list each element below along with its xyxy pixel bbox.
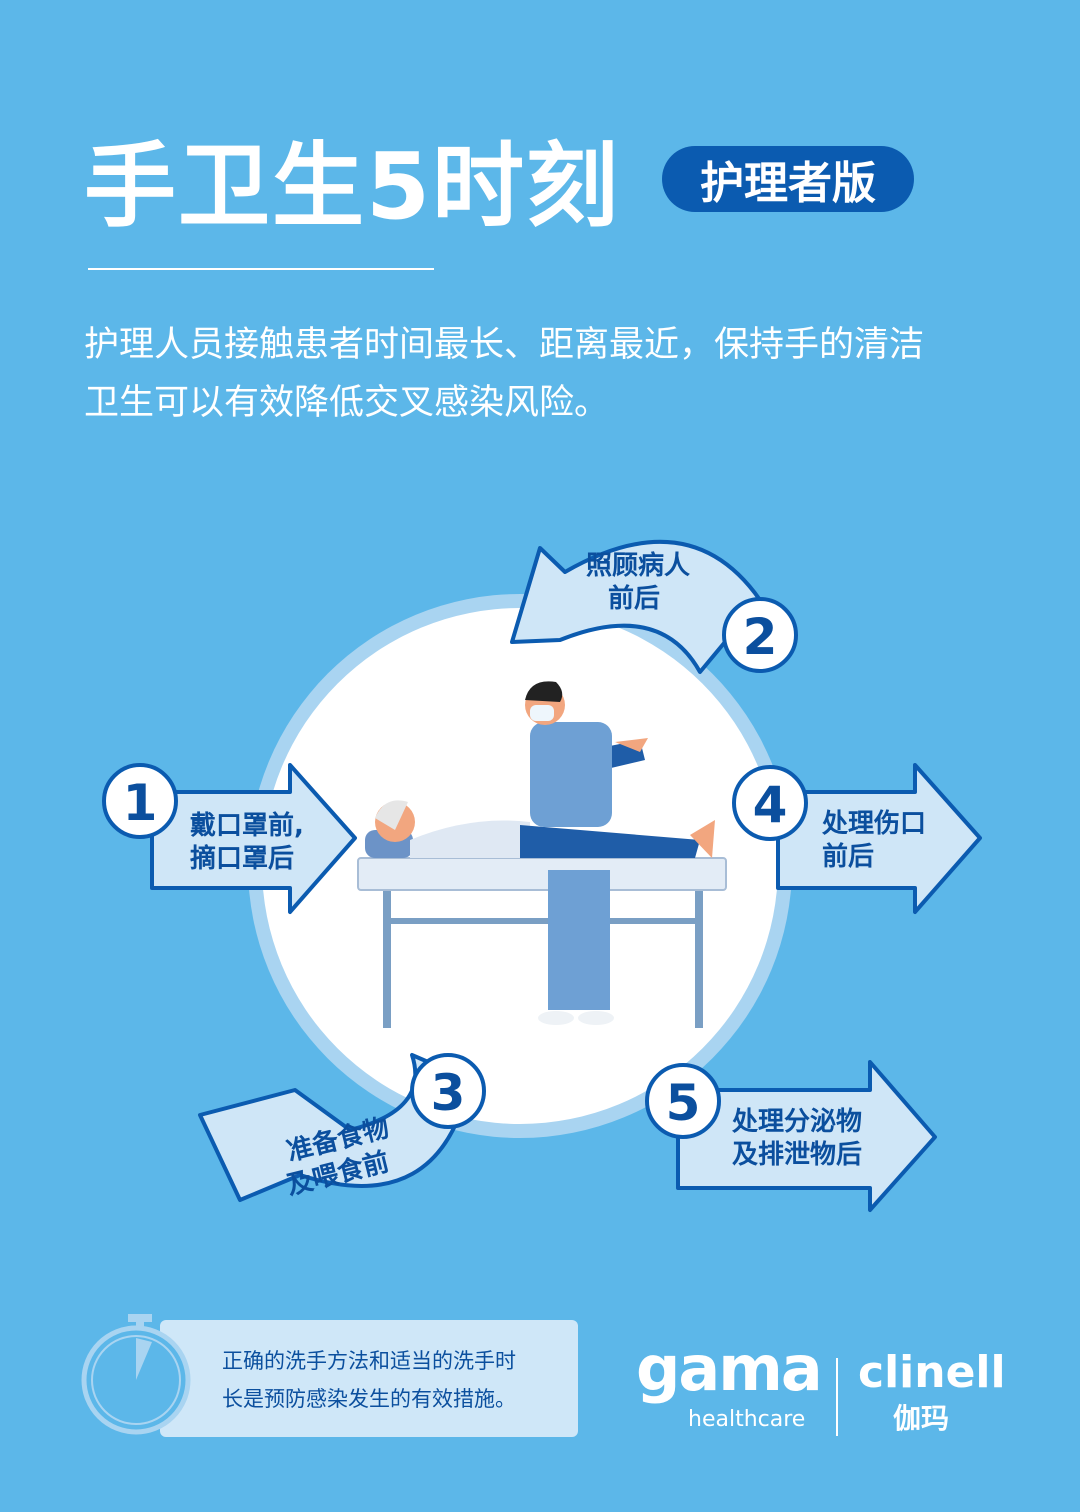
gama-logo: gama bbox=[636, 1332, 823, 1405]
moment-number: 4 bbox=[753, 776, 788, 834]
stopwatch-icon bbox=[81, 1314, 191, 1435]
tip-line: 正确的洗手方法和适当的洗手时 bbox=[222, 1349, 516, 1373]
moment-3-arrow: 3 准备食物 及喂食前 bbox=[198, 1053, 486, 1202]
moment-label: 摘口罩后 bbox=[190, 843, 294, 874]
tip-line: 长是预防感染发生的有效措施。 bbox=[222, 1387, 516, 1411]
moment-label: 前后 bbox=[822, 841, 874, 872]
moment-number: 1 bbox=[123, 774, 158, 832]
moment-1-arrow: 1 戴口罩前, 摘口罩后 bbox=[102, 763, 357, 914]
moment-4-arrow: 4 处理伤口 前后 bbox=[732, 763, 982, 914]
intro-text: 护理人员接触患者时间最长、距离最近，保持手的清洁 卫生可以有效降低交叉感染风险。 bbox=[84, 316, 1014, 432]
moment-2-arrow: 2 照顾病人 前后 bbox=[510, 539, 798, 674]
moment-label: 前后 bbox=[608, 583, 660, 614]
divider bbox=[88, 268, 434, 270]
moment-label: 处理伤口 bbox=[821, 809, 926, 839]
intro-line: 护理人员接触患者时间最长、距离最近，保持手的清洁 bbox=[84, 325, 925, 365]
clinell-logo: clinell bbox=[858, 1347, 1006, 1398]
moment-label: 照顾病人 bbox=[586, 551, 690, 581]
clinell-logo-chinese: 伽玛 bbox=[893, 1402, 950, 1435]
moment-number: 2 bbox=[743, 608, 778, 666]
intro-line: 卫生可以有效降低交叉感染风险。 bbox=[84, 383, 610, 423]
version-badge: 护理者版 bbox=[662, 146, 914, 212]
tip-box bbox=[160, 1320, 578, 1437]
moment-number: 3 bbox=[431, 1064, 466, 1122]
moment-number: 5 bbox=[666, 1074, 701, 1132]
gama-logo-subtitle: healthcare bbox=[688, 1407, 806, 1432]
moment-label: 及排泄物后 bbox=[732, 1140, 862, 1170]
moment-5-arrow: 5 处理分泌物 及排泄物后 bbox=[645, 1060, 937, 1212]
logo-divider bbox=[836, 1358, 838, 1436]
nurse-patient-illustration bbox=[357, 681, 727, 1028]
moment-label: 戴口罩前, bbox=[190, 810, 304, 841]
page-title: 手卫生5时刻 bbox=[84, 133, 621, 240]
moment-label: 处理分泌物 bbox=[731, 1107, 862, 1137]
tip-text: 正确的洗手方法和适当的洗手时 长是预防感染发生的有效措施。 bbox=[222, 1342, 516, 1418]
